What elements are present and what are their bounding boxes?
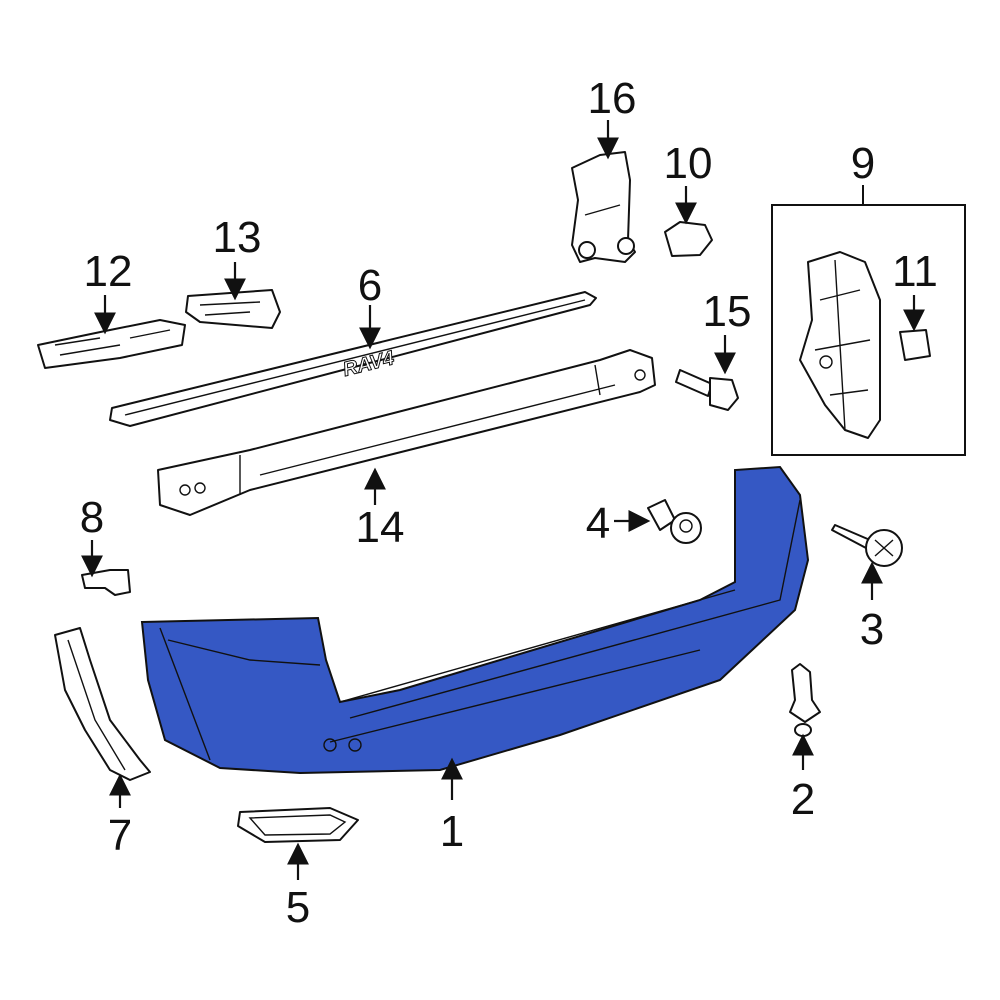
part-13-retainer[interactable] xyxy=(185,289,281,329)
svg-text:3: 3 xyxy=(860,605,884,654)
svg-text:14: 14 xyxy=(356,503,405,552)
callout-1: 1 xyxy=(440,757,464,856)
part-16-bracket[interactable] xyxy=(571,151,636,263)
svg-text:11: 11 xyxy=(892,247,938,296)
part-6-step-pad[interactable]: RAV4 xyxy=(109,291,597,427)
svg-text:4: 4 xyxy=(586,499,610,548)
svg-text:13: 13 xyxy=(213,213,262,262)
part-12-retainer[interactable] xyxy=(37,319,186,369)
part-3-screw[interactable] xyxy=(831,524,903,567)
callout-12: 12 xyxy=(84,247,133,335)
svg-text:9: 9 xyxy=(851,139,875,188)
svg-text:16: 16 xyxy=(588,74,637,123)
callout-3: 3 xyxy=(860,561,884,654)
part-5-reflector[interactable] xyxy=(237,807,359,843)
part-9-group-box xyxy=(771,204,966,456)
callout-7: 7 xyxy=(108,773,132,860)
part-7-molding[interactable] xyxy=(54,627,151,781)
callout-6: 6 xyxy=(358,261,382,350)
callout-16: 16 xyxy=(588,74,637,160)
svg-text:8: 8 xyxy=(80,493,104,542)
callout-8: 8 xyxy=(80,493,104,578)
svg-text:10: 10 xyxy=(664,139,713,188)
callout-4: 4 xyxy=(586,499,651,548)
callout-9: 9 xyxy=(851,139,875,205)
callout-10: 10 xyxy=(664,139,713,225)
part-2-clip[interactable] xyxy=(789,663,821,737)
callout-14: 14 xyxy=(356,467,405,552)
part-14-reinforcement[interactable] xyxy=(157,349,656,516)
part-4-retainer[interactable] xyxy=(647,499,702,544)
callout-2: 2 xyxy=(791,733,815,824)
svg-text:6: 6 xyxy=(358,261,382,310)
svg-text:5: 5 xyxy=(286,883,310,932)
callout-15: 15 xyxy=(703,287,752,375)
part-11-clip[interactable] xyxy=(899,329,931,361)
part-9-bracket[interactable] xyxy=(799,251,881,439)
svg-text:2: 2 xyxy=(791,775,815,824)
callout-5: 5 xyxy=(286,842,310,932)
callout-11: 11 xyxy=(892,247,938,332)
part-15-bolt[interactable] xyxy=(675,369,739,411)
callout-13: 13 xyxy=(213,213,262,301)
part-10-nut[interactable] xyxy=(664,221,713,257)
svg-text:1: 1 xyxy=(440,807,464,856)
part-1-bumper-cover[interactable] xyxy=(140,465,810,775)
svg-text:15: 15 xyxy=(703,287,752,336)
svg-text:7: 7 xyxy=(108,811,132,860)
svg-text:12: 12 xyxy=(84,247,133,296)
part-8-bracket[interactable] xyxy=(81,569,131,596)
